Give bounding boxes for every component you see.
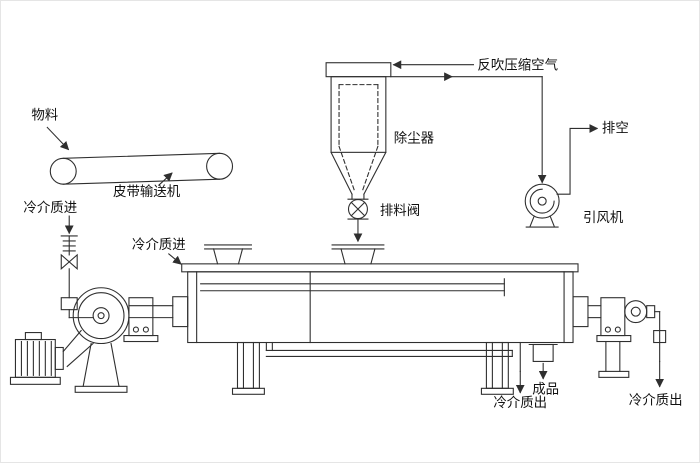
rotary-joint-right (624, 300, 648, 324)
label-induced-draft-fan: 引风机 (583, 210, 624, 226)
induced-draft-fan (524, 183, 560, 228)
belt-conveyor (49, 152, 234, 185)
label-discharge-valve: 排料阀 (380, 203, 420, 219)
dust-collector-lid (325, 62, 392, 78)
label-cold-medium-out-center: 冷介质出 (493, 395, 547, 411)
fan-scroll-icon (529, 188, 555, 214)
bottom-pipe (265, 341, 513, 358)
label-dust-collector: 除尘器 (394, 130, 435, 146)
label-material: 物料 (31, 107, 58, 123)
drive-wheel (72, 287, 130, 345)
label-product: 成品 (532, 381, 559, 397)
discharge-valve (347, 198, 369, 243)
label-belt-conveyor: 皮带输送机 (113, 184, 181, 200)
fan-housing (524, 183, 560, 219)
exhaust-duct (390, 72, 547, 184)
label-vent: 排空 (602, 120, 629, 136)
drive-motor (9, 332, 64, 385)
label-backblow-air: 反吹压缩空气 (477, 58, 558, 74)
right-bearing-assembly (572, 296, 656, 378)
support-leg-right (485, 341, 509, 389)
cold-medium-inlet-top-arrow (168, 253, 182, 265)
cold-medium-outlet-right (653, 311, 667, 388)
product-outlet (528, 343, 558, 380)
material-feed-arrow (46, 126, 70, 151)
dust-collector-body (330, 76, 387, 153)
valve-icon (60, 253, 71, 271)
label-cold-medium-in-top: 冷介质进 (132, 237, 186, 253)
label-cold-medium-out-right: 冷介质出 (629, 392, 683, 408)
vent-pipe-arrow (556, 124, 599, 195)
dust-collector (325, 62, 392, 200)
left-stuffing-box (172, 296, 189, 328)
dryer-body (187, 271, 574, 344)
drive-belt (62, 329, 94, 368)
left-bearing-pedestal (123, 296, 189, 343)
cold-medium-inlet-left (60, 215, 94, 319)
support-leg-left (236, 341, 260, 389)
belt-conveyor-pointer-arrow (158, 172, 173, 186)
wheel-stand (74, 342, 128, 393)
dryer-top-plate (181, 263, 579, 273)
right-stuffing-box (572, 296, 589, 328)
label-cold-medium-in-left: 冷介质进 (23, 200, 77, 216)
dryer-shell (181, 244, 579, 344)
